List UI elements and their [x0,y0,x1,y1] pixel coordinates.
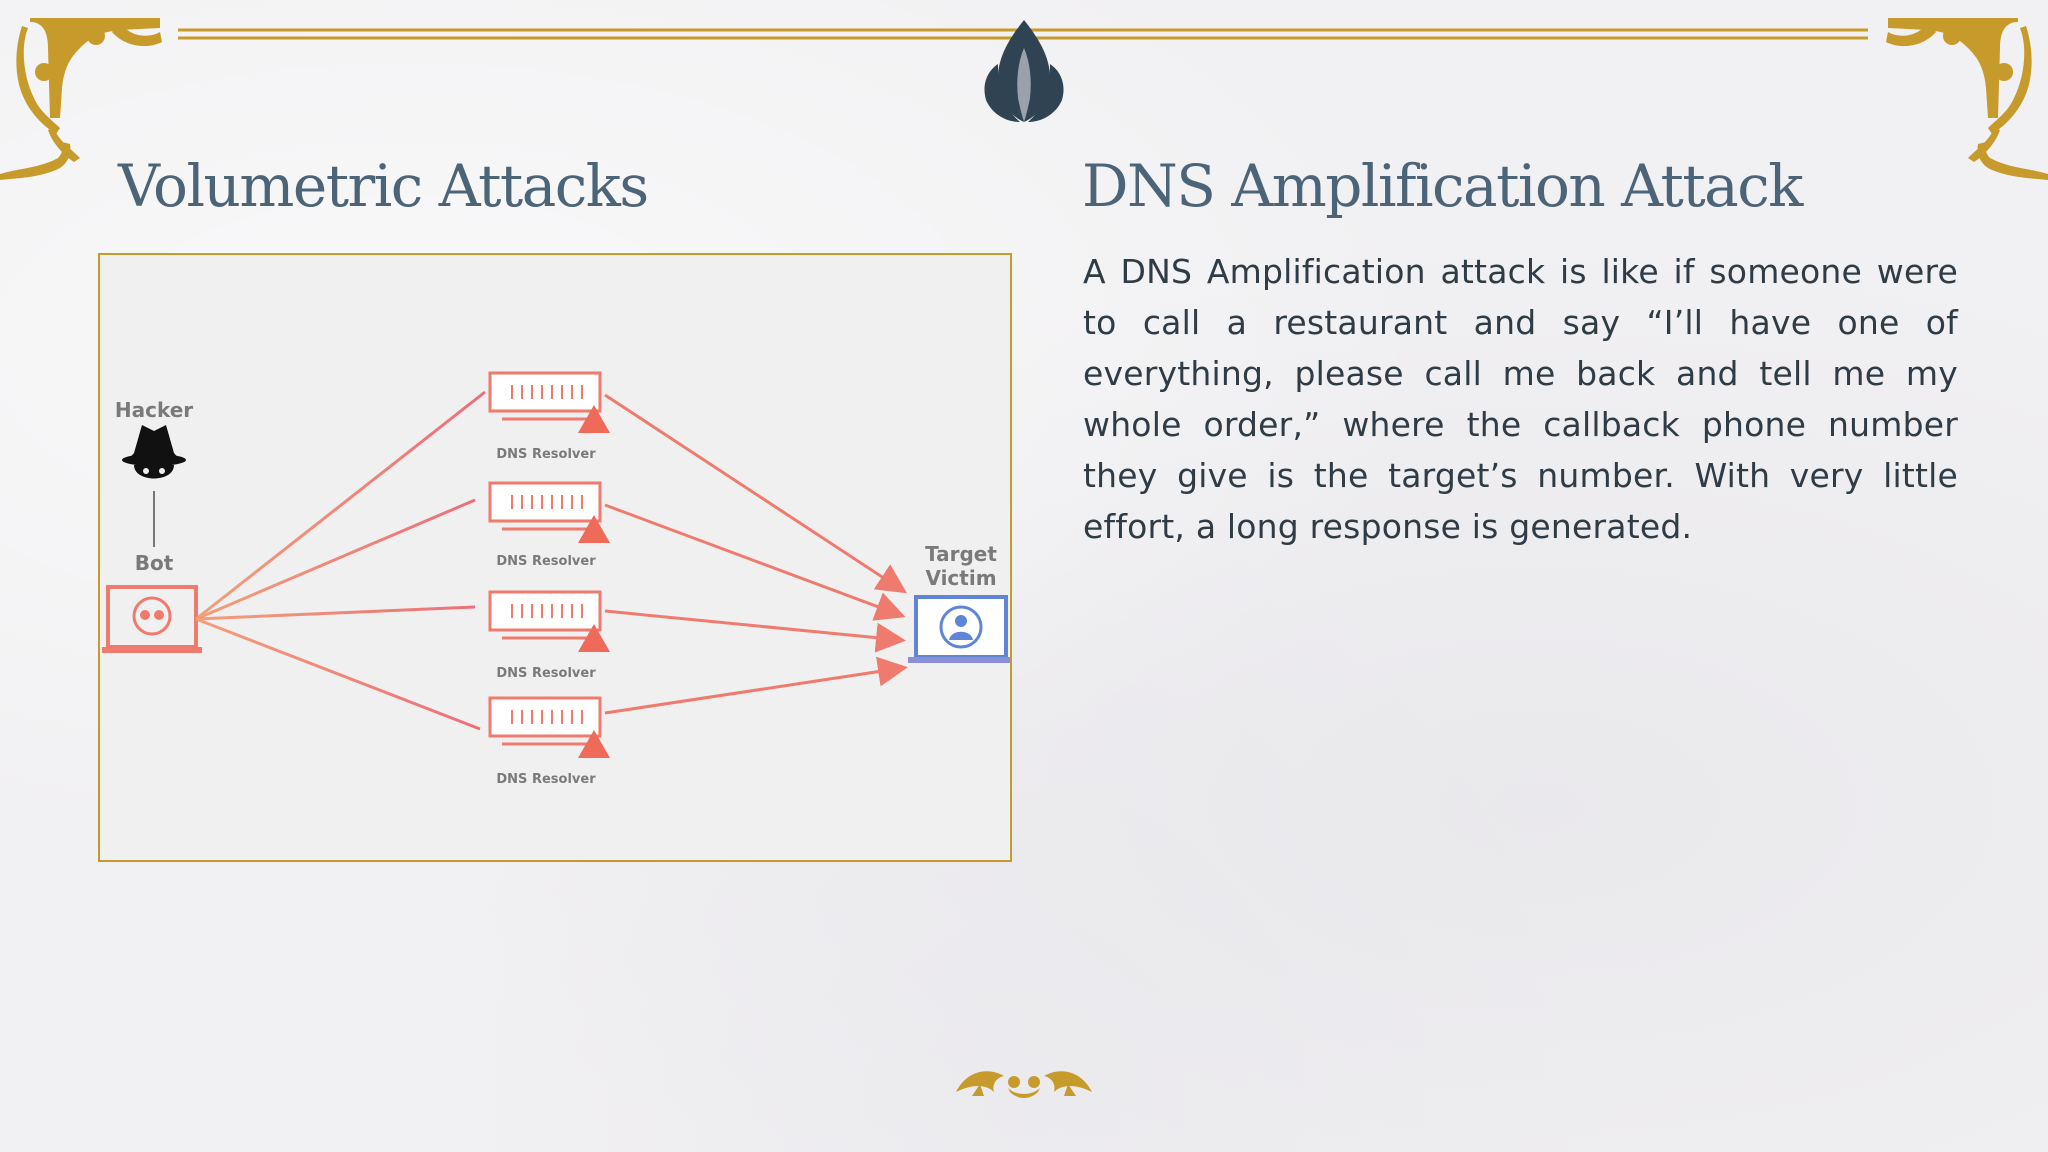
server-icon [488,696,602,746]
left-title: Volumetric Attacks [118,152,649,220]
lotus-icon [984,20,1064,122]
target-label-line1: Target [925,542,997,566]
victim-laptop-icon [908,595,1010,663]
dns-resolver-1: DNS Resolver [488,371,610,462]
resolver-label: DNS Resolver [496,772,596,787]
resolver-label: DNS Resolver [496,666,596,681]
dns-resolver-3: DNS Resolver [488,590,610,681]
target-label-line2: Victim [925,566,996,590]
bottom-flourish-icon [956,1071,1092,1098]
resolver-label: DNS Resolver [496,447,596,462]
dns-resolver-2: DNS Resolver [488,481,610,569]
attack-lines [195,390,486,731]
bot-laptop-icon [102,585,202,653]
warning-icon [578,515,610,543]
server-icon [488,481,602,531]
dns-amplification-diagram: Hacker Bot [102,371,1010,787]
hacker-icon [122,425,186,479]
warning-icon [578,730,610,758]
resolver-label: DNS Resolver [496,554,596,569]
server-icon [488,590,602,640]
server-icon [488,371,602,421]
corner-ornament-icon [0,18,162,180]
body-paragraph: A DNS Amplification attack is like if so… [1083,252,1958,546]
bot-label: Bot [135,551,174,575]
hacker-label: Hacker [115,398,193,422]
corner-ornament-icon [1886,18,2048,180]
warning-icon [578,624,610,652]
dns-resolver-4: DNS Resolver [488,696,610,787]
right-title: DNS Amplification Attack [1082,152,1803,220]
warning-icon [578,405,610,433]
diagram-figure: Hacker Bot [98,253,1012,862]
amplified-response-lines [604,393,908,715]
